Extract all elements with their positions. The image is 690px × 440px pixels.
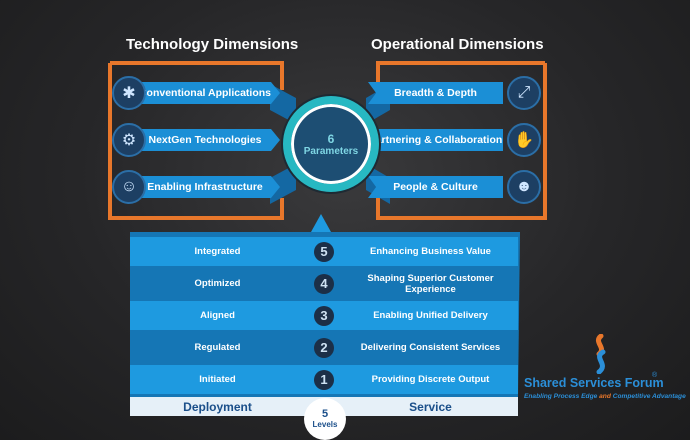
logo-tagline-part-1: Enabling Process Edge <box>524 393 598 400</box>
levels-number: 5 <box>321 408 329 420</box>
level-service: Shaping Superior Customer Experience <box>367 272 494 295</box>
level-deployment: Regulated <box>194 342 241 353</box>
level-row: Regulated 2 Delivering Consistent Servic… <box>130 333 518 362</box>
dimension-conventional-applications: Conventional Applications <box>130 82 280 104</box>
robot-head-icon: ☺ <box>112 170 146 204</box>
logo-tagline-part-2: Competitive Advantage <box>612 393 686 400</box>
level-service: Delivering Consistent Services <box>360 342 501 353</box>
technology-dimensions-heading: Technology Dimensions <box>126 36 299 53</box>
level-number: 5 <box>314 241 334 262</box>
handshake-icon: ✋ <box>507 123 541 157</box>
levels-label: Levels <box>312 420 338 429</box>
expand-frame-icon: ⤢ <box>507 76 541 110</box>
parameters-circle: 6 Parameters <box>283 96 379 192</box>
level-deployment: Optimized <box>194 278 241 289</box>
level-number: 3 <box>314 305 334 326</box>
shared-services-forum-logo-icon <box>595 334 606 374</box>
logo-registered-mark: ® <box>652 372 658 379</box>
logo-tagline-and: and <box>599 393 611 400</box>
deployment-label: Deployment <box>183 399 252 414</box>
dimension-enabling-infrastructure: Enabling Infrastructure <box>130 176 280 198</box>
logo-name: Shared Services Forum <box>524 376 664 390</box>
logo-tagline: Enabling Process Edge and Competitive Ad… <box>524 393 686 400</box>
parameters-label: Parameters <box>303 145 359 157</box>
level-deployment: Integrated <box>194 246 241 257</box>
level-row: Integrated 5 Enhancing Business Value <box>130 237 518 266</box>
level-number: 1 <box>314 369 334 390</box>
dimension-nextgen-technologies: NextGen Technologies <box>130 129 280 151</box>
level-number: 2 <box>314 337 334 358</box>
dimension-breadth-depth: Breadth & Depth <box>368 82 503 104</box>
level-service: Enabling Unified Delivery <box>373 310 488 321</box>
dimension-partnering-collaboration: Partnering & Collaboration <box>368 129 503 151</box>
level-service: Providing Discrete Output <box>371 374 490 385</box>
level-service: Enhancing Business Value <box>370 246 491 257</box>
people-group-icon: ☻ <box>507 170 541 204</box>
parameters-number: 6 <box>327 131 335 146</box>
level-row: Initiated 1 Providing Discrete Output <box>130 365 518 394</box>
level-deployment: Aligned <box>200 310 235 321</box>
level-row: Optimized 4 Shaping Superior Customer Ex… <box>130 269 518 298</box>
operational-dimensions-heading: Operational Dimensions <box>371 36 544 53</box>
chip-brain-icon: ⚙ <box>112 123 146 157</box>
level-row: Aligned 3 Enabling Unified Delivery <box>130 301 518 330</box>
dimension-people-culture: People & Culture <box>368 176 503 198</box>
brain-network-icon: ✱ <box>112 76 146 110</box>
service-label: Service <box>409 399 452 414</box>
levels-bubble: 5 Levels <box>304 398 346 440</box>
level-number: 4 <box>314 273 334 294</box>
level-deployment: Initiated <box>199 374 236 385</box>
